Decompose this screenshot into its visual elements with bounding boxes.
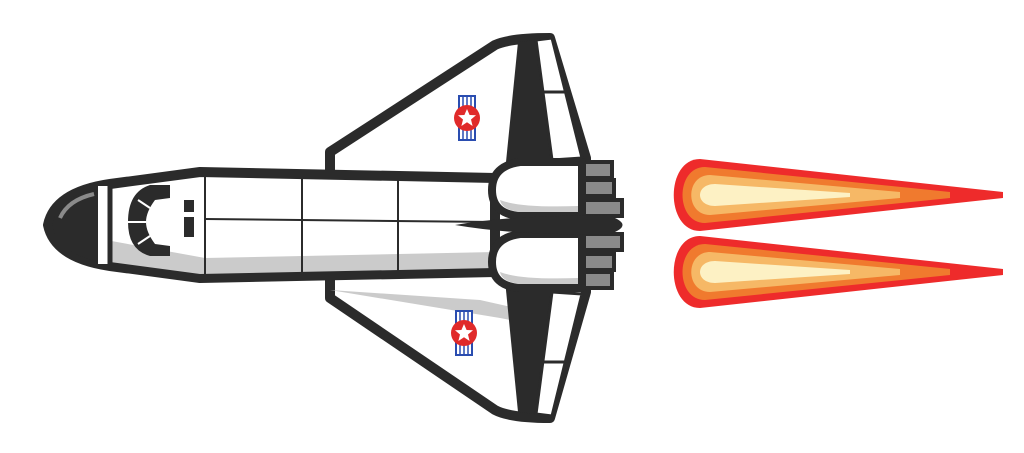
- elevon-lower-panel: [534, 290, 584, 418]
- nose-cap: [52, 189, 98, 261]
- engine-pod-upper: [488, 158, 586, 220]
- cockpit-window: [128, 185, 170, 256]
- star-icon: [455, 324, 473, 341]
- insignia-upper: [454, 95, 480, 141]
- flame-upper: [673, 159, 1003, 231]
- engine-pod-lower: [488, 230, 586, 292]
- flame-lower: [673, 236, 1003, 308]
- hatch-window-bottom: [184, 217, 194, 237]
- insignia-lower: [451, 310, 477, 356]
- fuselage-shade: [95, 238, 495, 274]
- payload-bay-lines: [204, 174, 496, 276]
- hatch-window-top: [184, 200, 194, 212]
- star-icon: [458, 109, 476, 126]
- tail-spike: [455, 215, 623, 235]
